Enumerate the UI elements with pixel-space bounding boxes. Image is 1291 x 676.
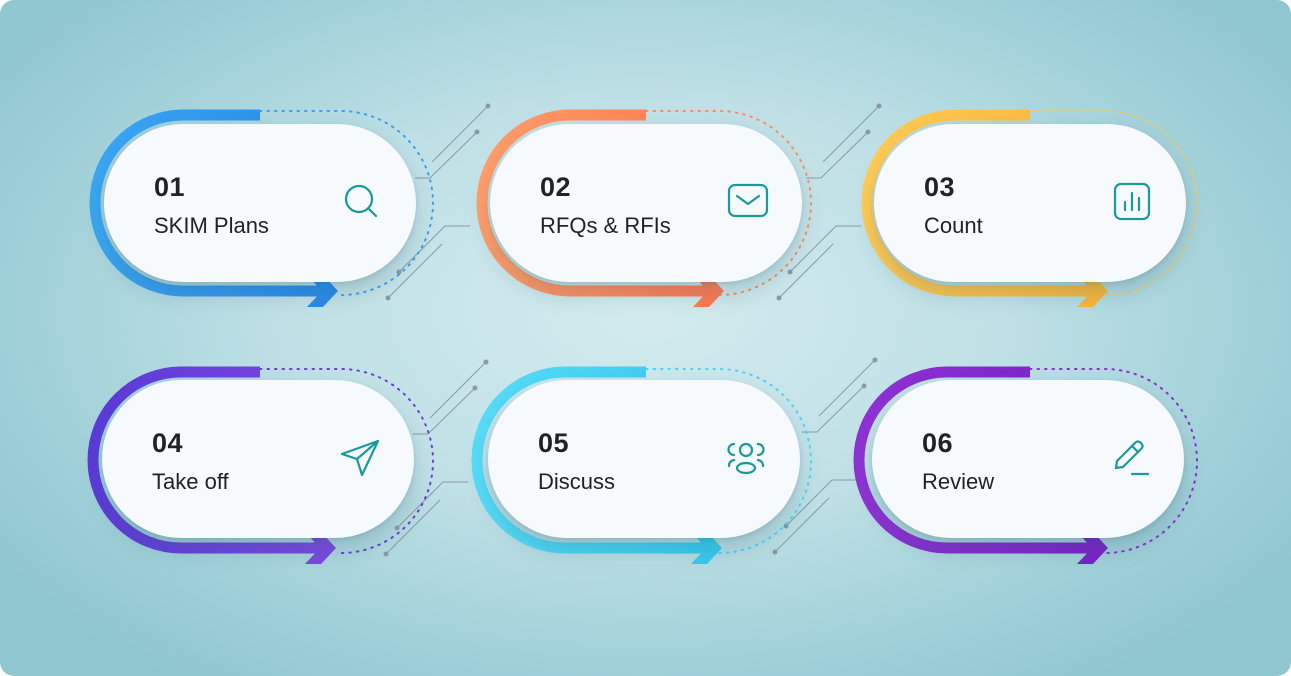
step-number: 05 [538,428,570,458]
step-label: Take off [152,469,229,494]
step-number: 01 [154,172,186,202]
step-number: 02 [540,172,572,202]
step-label: Review [922,469,995,494]
step-card-02: 02 RFQs & RFIs [490,124,802,282]
step-card-04: 04 Take off [102,380,414,538]
step-label: SKIM Plans [154,213,269,238]
users-icon [724,436,768,480]
step-card-06: 06 Review [872,380,1184,538]
edit-icon [1108,436,1152,480]
send-icon [338,436,382,480]
step-number: 06 [922,428,954,458]
search-icon [340,180,384,224]
mail-icon [726,180,770,224]
step-card-01: 01 SKIM Plans [104,124,416,282]
step-number: 03 [924,172,956,202]
step-label: RFQs & RFIs [540,213,671,238]
step-card-05: 05 Discuss [488,380,800,538]
chart-icon [1110,180,1154,224]
step-label: Discuss [538,469,616,494]
step-label: Count [924,213,983,238]
step-card-03: 03 Count [874,124,1186,282]
step-number: 04 [152,428,184,458]
